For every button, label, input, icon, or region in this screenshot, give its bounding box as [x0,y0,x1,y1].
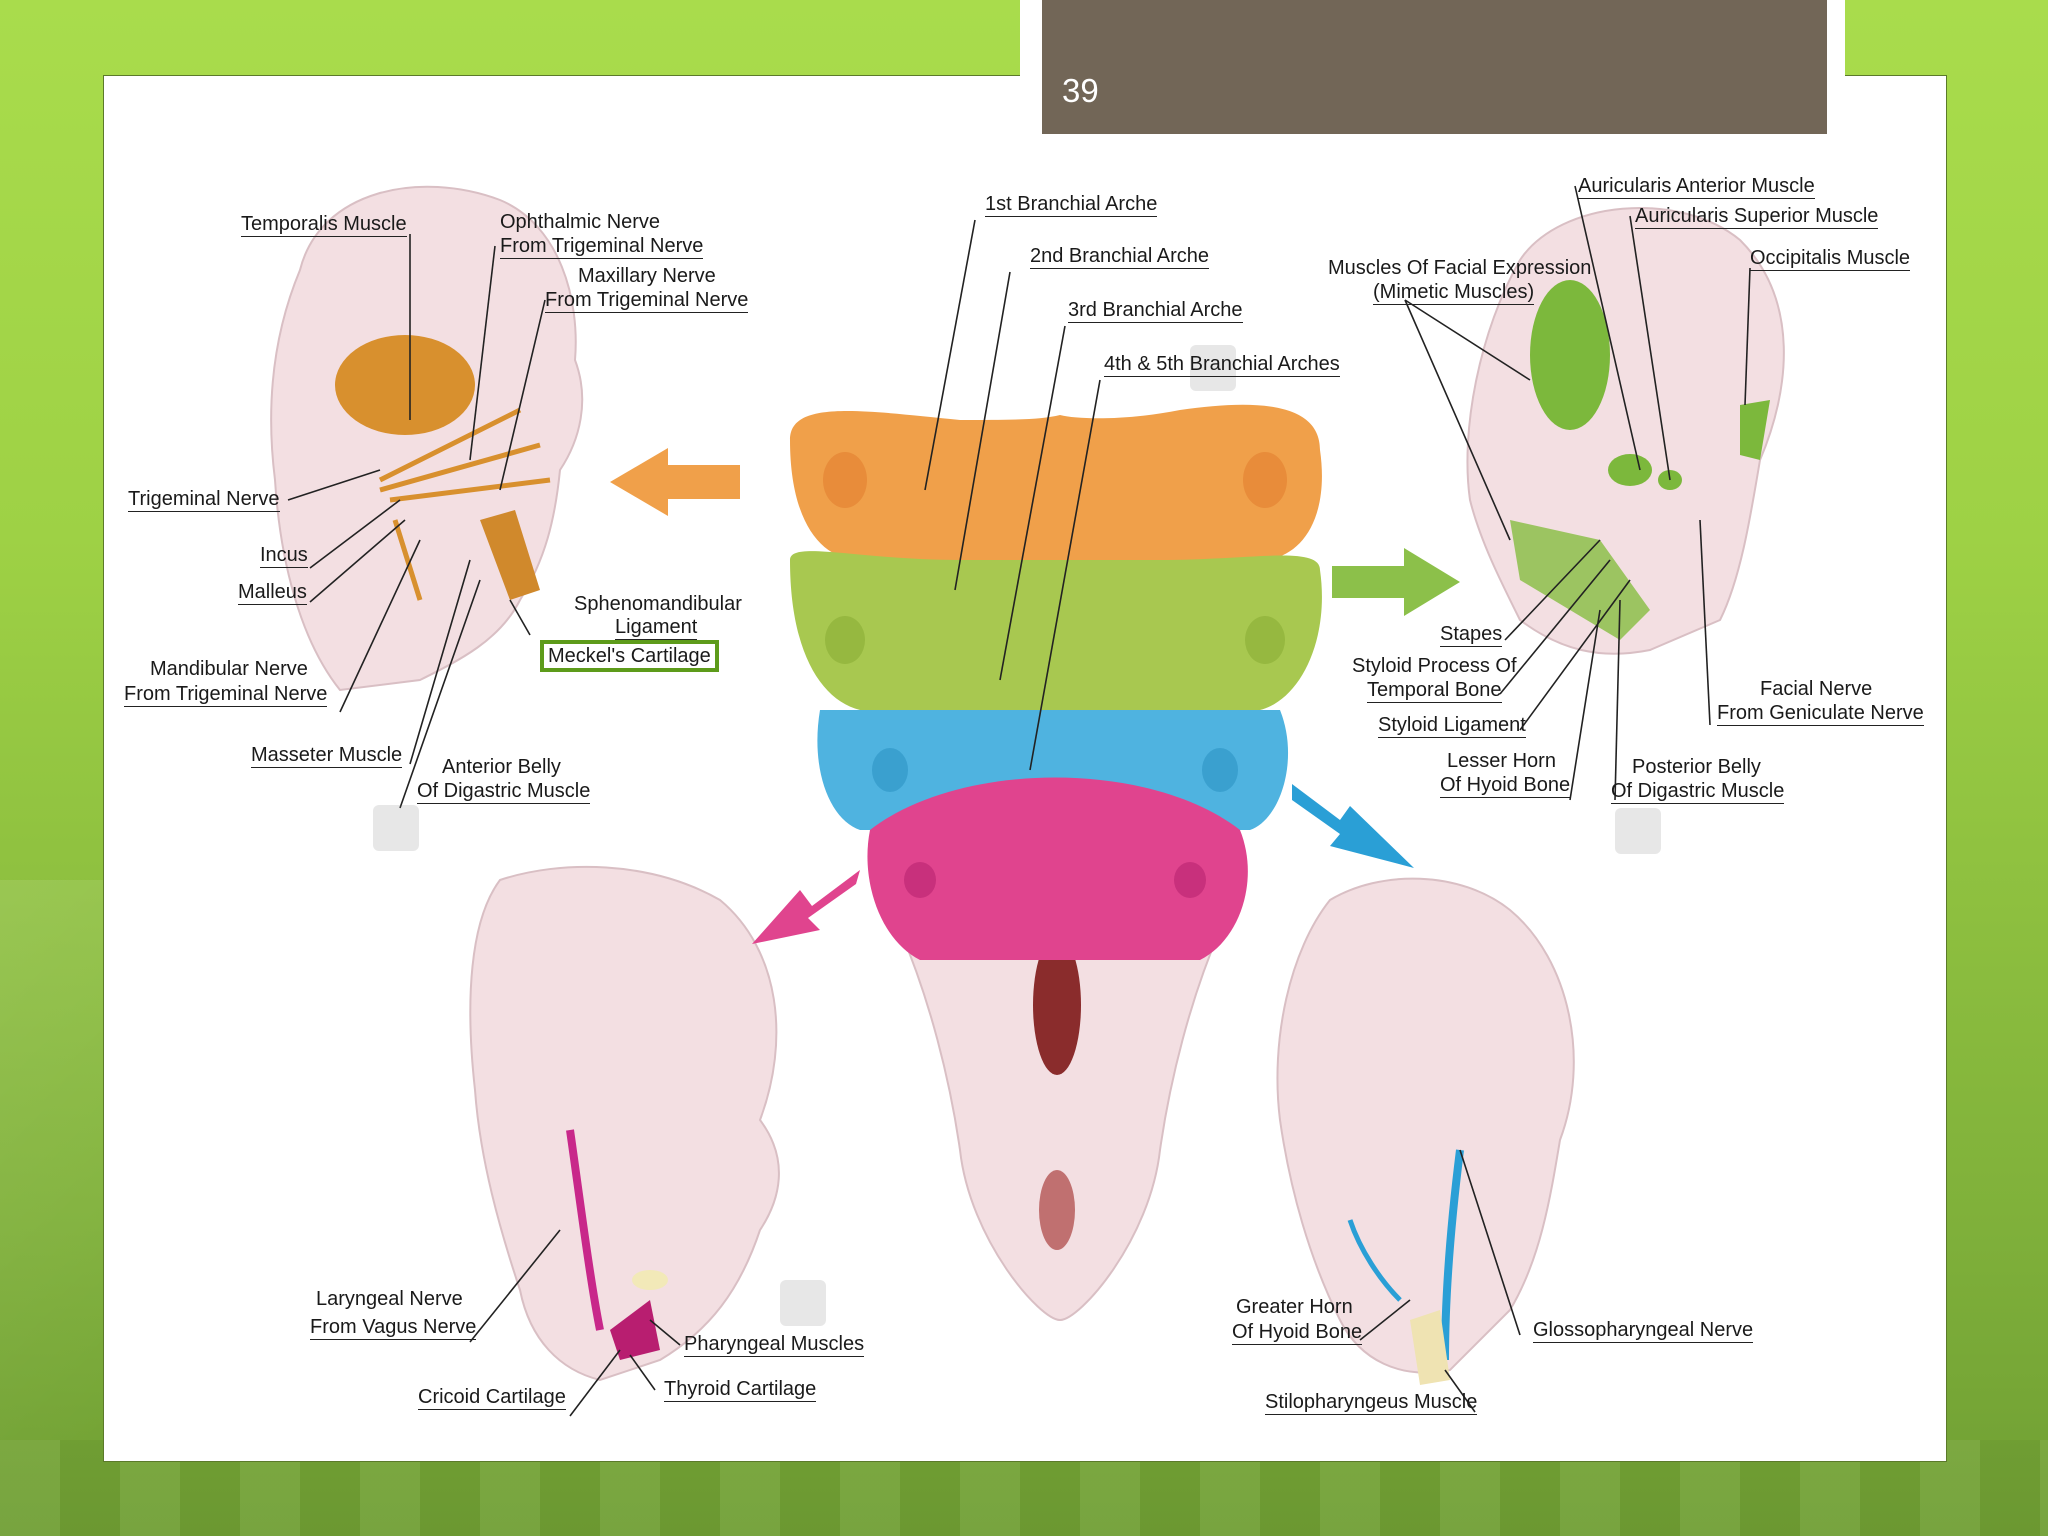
watermark-mark [1615,808,1661,854]
label-lesser-horn: Lesser Horn [1447,750,1556,772]
arrow-down-right-blue-icon [1292,784,1414,868]
label-stapes: Stapes [1440,623,1503,647]
head-top-right [1466,207,1785,655]
label-auricularis-anterior: Auricularis Anterior Muscle [1578,175,1815,199]
label-masseter-muscle: Masseter Muscle [251,744,403,768]
label-ophthalmic-nerve-sub: From Trigeminal Nerve [500,235,704,259]
temporalis-muscle-shape [335,335,475,435]
label-laryngeal-nerve: Laryngeal Nerve [316,1288,463,1310]
label-branchial-arch-2: 2nd Branchial Arche [1030,245,1210,269]
label-branchial-arch-3: 3rd Branchial Arche [1068,299,1243,323]
watermark-mark [780,1280,826,1326]
label-maxillary-nerve: Maxillary Nerve [578,265,716,287]
slide-number-tab [1042,0,1827,134]
label-branchial-arch-1: 1st Branchial Arche [985,193,1158,217]
label-greater-horn: Greater Horn [1236,1296,1353,1318]
arrow-down-left-magenta-icon [752,870,860,944]
arch-2-shape [790,551,1322,710]
label-anterior-belly-sub: Of Digastric Muscle [417,780,591,804]
label-styloid-process: Styloid Process Of [1352,655,1517,677]
label-vagus-nerve: From Vagus Nerve [310,1316,477,1340]
label-maxillary-nerve-sub: From Trigeminal Nerve [545,289,749,313]
label-trigeminal-nerve: Trigeminal Nerve [128,488,280,512]
label-sphenomandibular-ligament: Ligament [615,616,698,640]
embryo-arches [790,404,1322,1322]
label-lesser-horn-sub: Of Hyoid Bone [1440,774,1571,798]
watermark-mark [1190,345,1236,391]
head-bottom-right [1276,877,1575,1385]
label-malleus: Malleus [238,581,307,605]
label-pharyngeal-muscles: Pharyngeal Muscles [684,1333,865,1357]
label-thyroid-cartilage: Thyroid Cartilage [664,1378,817,1402]
label-mandibular-nerve: Mandibular Nerve [150,658,308,680]
label-anterior-belly: Anterior Belly [442,756,561,778]
label-stilopharyngeus-muscle: Stilopharyngeus Muscle [1265,1391,1478,1415]
background-decoration [0,880,120,1440]
head-top-left [270,185,584,692]
label-ophthalmic-nerve: Ophthalmic Nerve [500,211,661,233]
label-occipitalis-muscle: Occipitalis Muscle [1750,247,1911,271]
label-posterior-belly: Posterior Belly [1632,756,1761,778]
label-temporal-bone: Temporal Bone [1367,679,1502,703]
leader-lines [287,185,1751,1417]
arrow-left-orange-icon [610,448,740,516]
label-facial-nerve: Facial Nerve [1760,678,1873,700]
label-cricoid-cartilage: Cricoid Cartilage [418,1386,566,1410]
label-geniculate-nerve: From Geniculate Nerve [1717,702,1924,726]
label-mandibular-nerve-sub: From Trigeminal Nerve [124,683,328,707]
facial-muscles-shape [1530,280,1610,430]
label-mimetic-muscles: (Mimetic Muscles) [1373,281,1535,305]
watermark-mark [373,805,419,851]
arch-1-shape [790,404,1322,560]
arch-45-shape [867,777,1248,960]
label-incus: Incus [260,544,308,568]
label-muscles-facial-expression: Muscles Of Facial Expression [1328,257,1592,279]
label-sphenomandibular: Sphenomandibular [574,593,742,615]
label-styloid-ligament: Styloid Ligament [1378,714,1526,738]
label-glossopharyngeal-nerve: Glossopharyngeal Nerve [1533,1319,1754,1343]
arrow-right-green-icon [1332,548,1460,616]
label-greater-horn-sub: Of Hyoid Bone [1232,1321,1363,1345]
label-branchial-arch-45: 4th & 5th Branchial Arches [1104,353,1340,377]
label-temporalis-muscle: Temporalis Muscle [241,213,407,237]
slide-number: 39 [1062,72,1099,109]
label-posterior-belly-sub: Of Digastric Muscle [1611,780,1785,804]
label-auricularis-superior: Auricularis Superior Muscle [1635,205,1879,229]
label-meckels-cartilage-highlighted: Meckel's Cartilage [540,640,719,672]
head-bottom-left [469,865,780,1382]
